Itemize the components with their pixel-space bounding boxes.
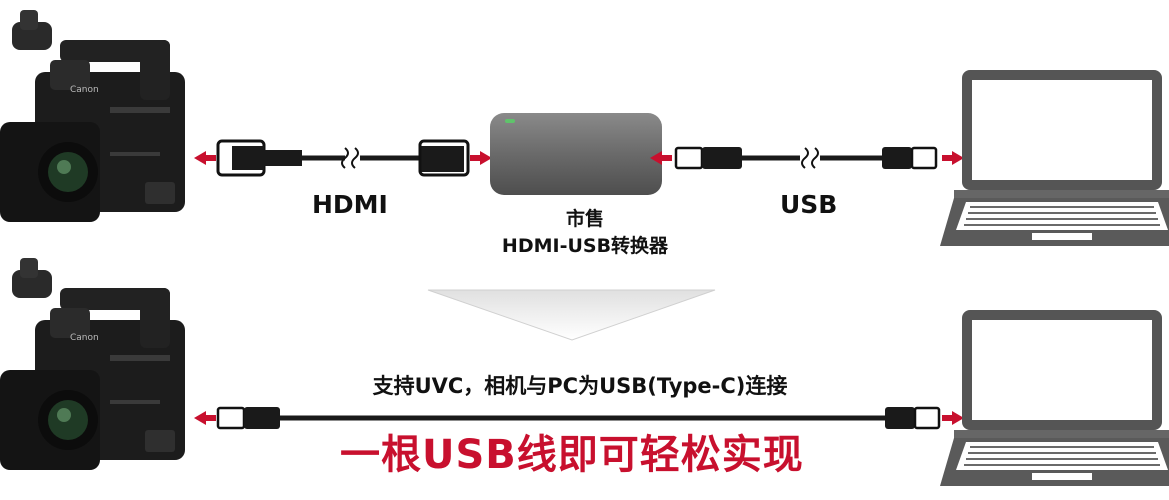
hdmi-cable: [216, 139, 470, 177]
laptop-bottom: [940, 310, 1169, 486]
converter-label-line1: 市售: [565, 208, 604, 230]
tagline: 一根USB线即可轻松实现: [340, 432, 804, 478]
camera-bottom: [0, 258, 185, 470]
laptop-top: [940, 70, 1169, 246]
arrow-camera-output-top: [194, 151, 216, 165]
hdmi-usb-converter: [490, 113, 662, 195]
usb-c-cable-bottom: [216, 406, 941, 430]
hdmi-label: HDMI: [312, 190, 388, 219]
arrow-into-converter-left: [470, 151, 492, 165]
usb-cable-top: [674, 146, 938, 170]
arrow-to-laptop-bottom: [942, 411, 964, 425]
arrow-to-laptop-top: [942, 151, 964, 165]
down-chevron: [427, 289, 716, 341]
arrow-camera-output-bottom: [194, 411, 216, 425]
camera-top: [0, 10, 185, 222]
uvc-caption: 支持UVC，相机与PC为USB(Type-C)连接: [372, 374, 788, 398]
usb-label: USB: [780, 190, 838, 219]
converter-label: 市售 HDMI-USB转换器: [470, 206, 700, 260]
converter-label-line2: HDMI-USB转换器: [501, 235, 669, 257]
